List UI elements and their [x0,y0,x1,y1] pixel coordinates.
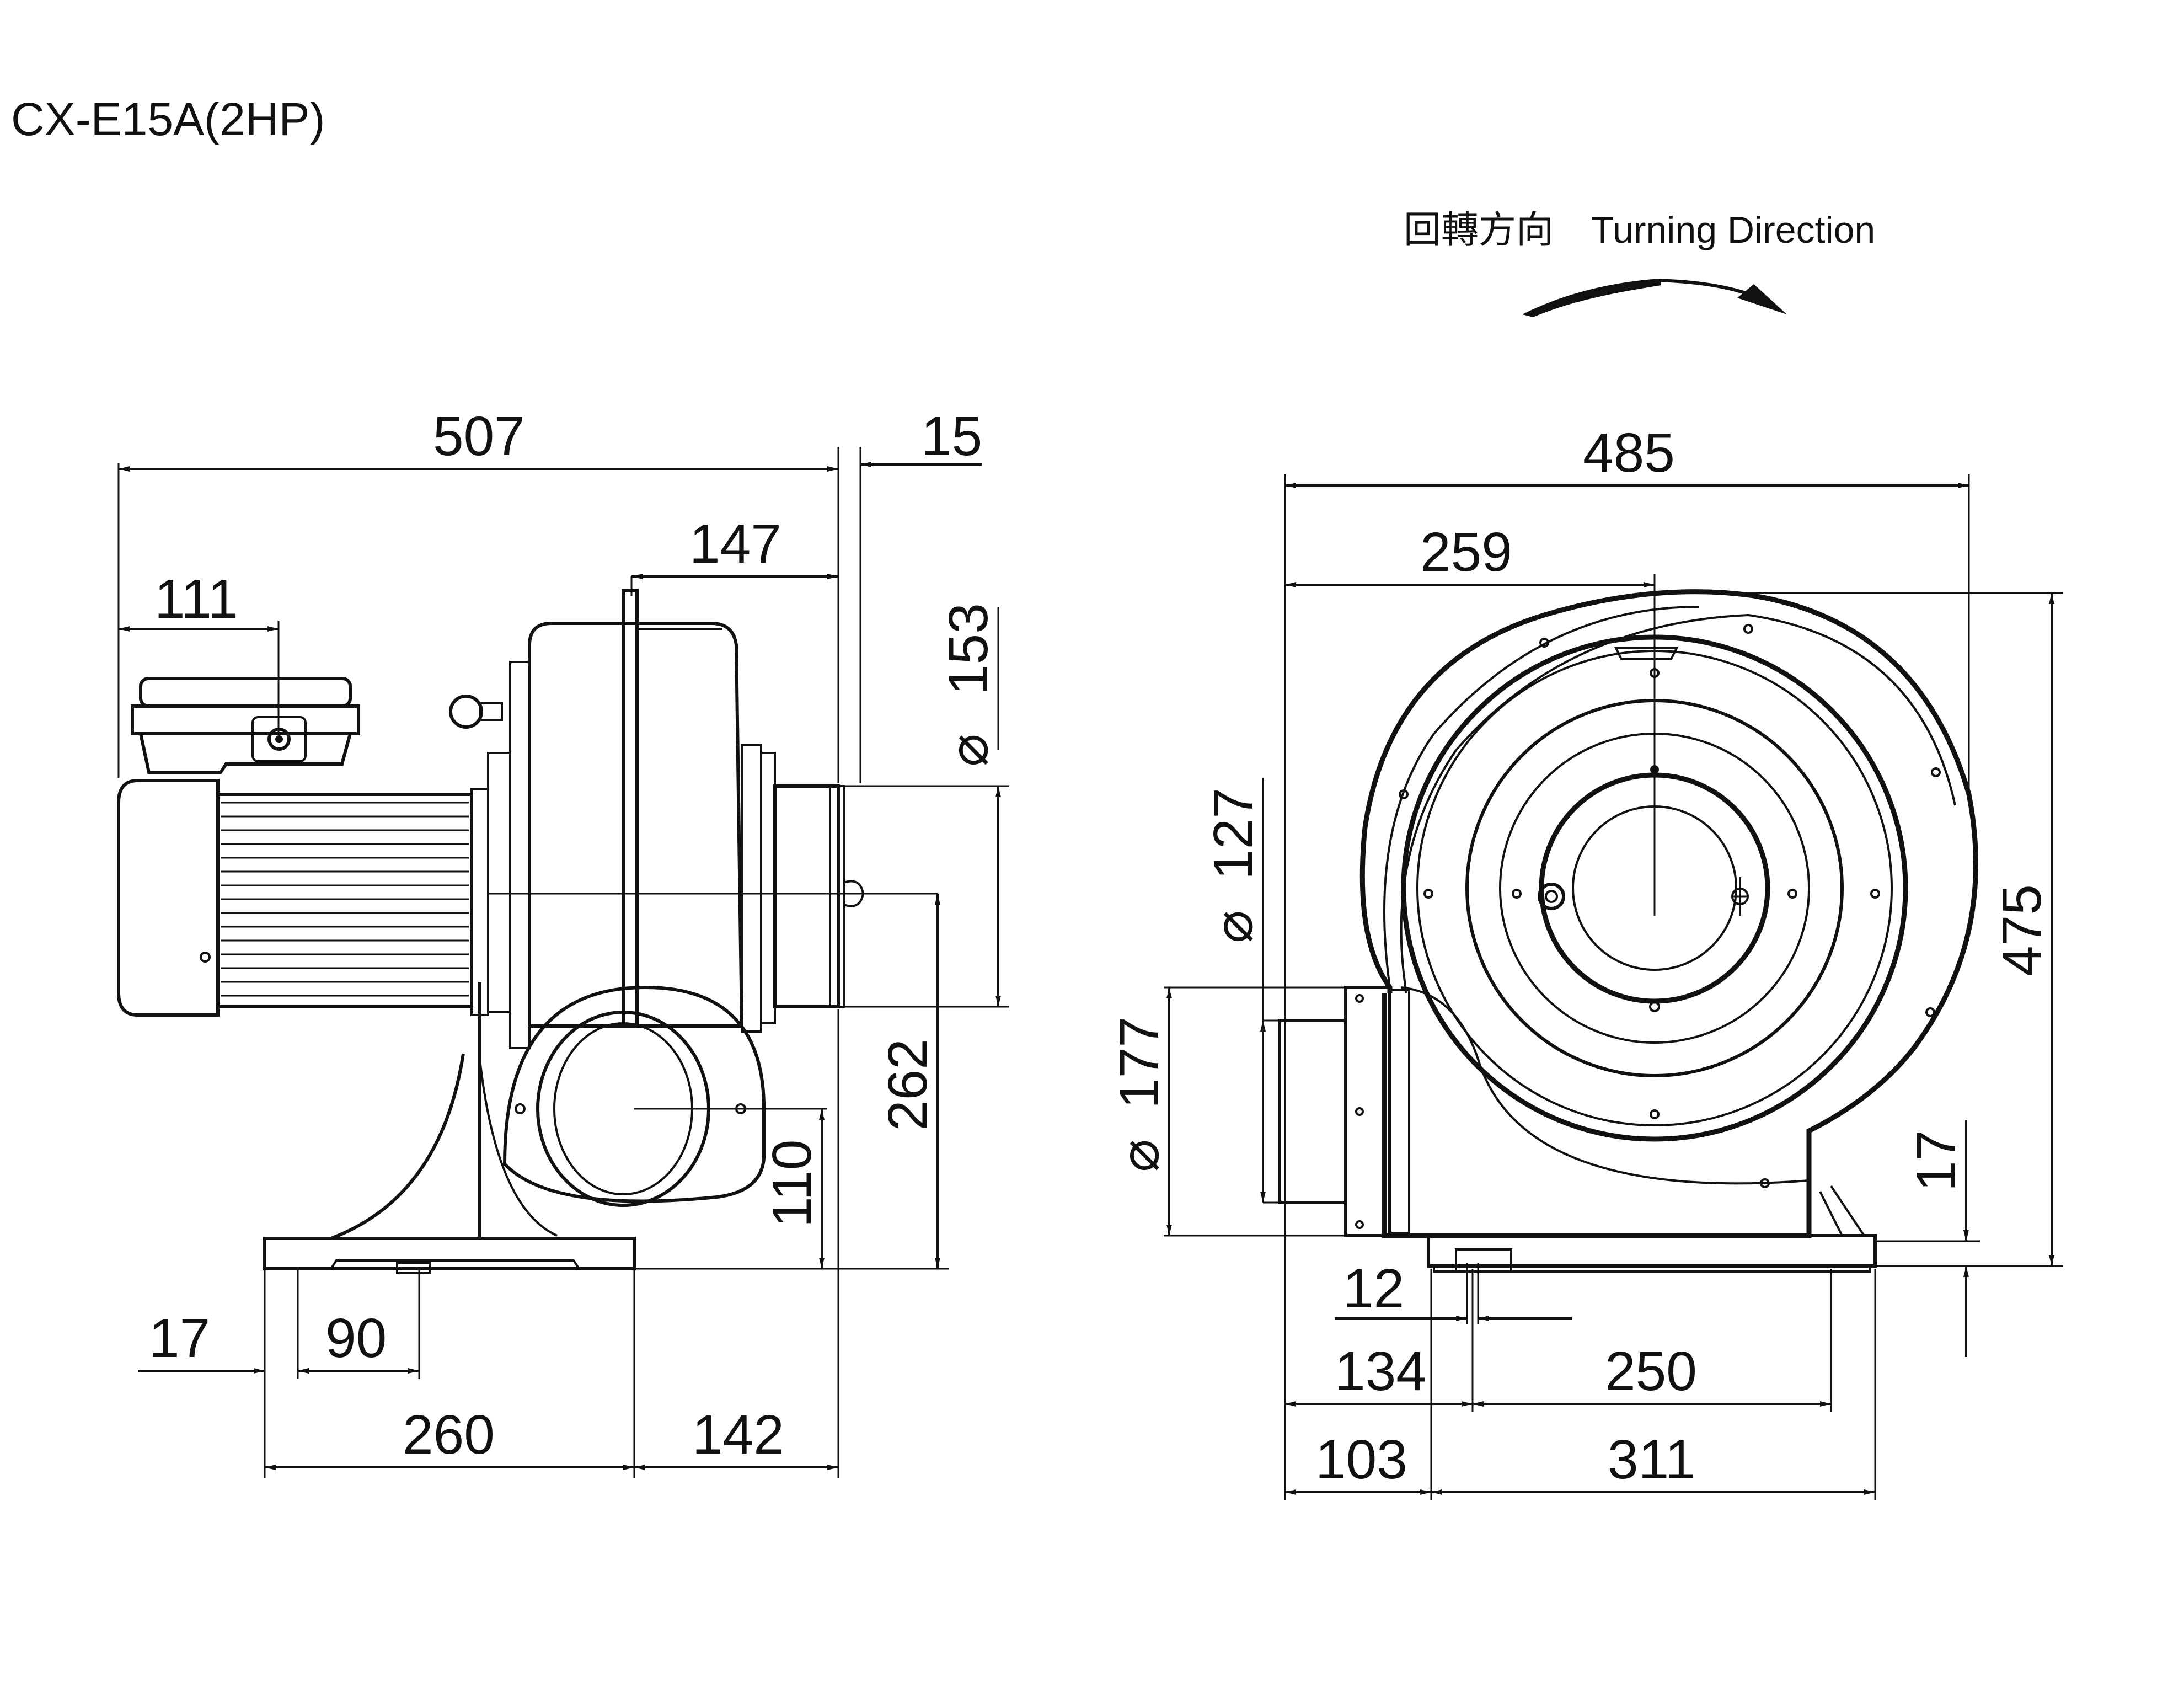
side-dimensions: 507 15 147 111 153 ⌀ 262 110 [117,405,1009,1478]
volute-casing [1359,574,1978,1238]
dim-outlet-diameter: 153 [938,603,999,695]
inlet [502,985,827,1207]
base-foot [263,982,636,1274]
front-base [1427,1185,1877,1273]
dim-overall-height: 475 [1991,884,2053,976]
dim-terminal-box: 111 [154,568,238,630]
dim-base-edge: 134 [1335,1340,1427,1402]
dim-bolt-slot: 12 [1343,1258,1404,1320]
dim-overall-length: 507 [433,405,525,467]
fan-housing [487,589,938,1049]
dim-flange: 15 [921,405,982,467]
dim-foot-edge: 17 [149,1307,210,1369]
turning-direction-arrow-tail [1522,279,1661,317]
turning-direction: 回轉方向 Turning Direction [1404,209,1875,317]
terminal-box [131,677,360,774]
dim-base-front: 142 [692,1404,784,1466]
dim-foot-slot: 90 [325,1307,387,1369]
dim-overall-width: 485 [1583,422,1675,484]
dim-outlet-inner-diameter: 127 [1202,788,1264,880]
turning-direction-label-en: Turning Direction [1591,209,1875,251]
turning-direction-arrow-head [1737,284,1787,314]
dim-inlet-height: 110 [761,1140,823,1227]
turning-direction-label-zh: 回轉方向 [1404,209,1554,251]
dim-base-width: 311 [1608,1429,1695,1491]
eye-bolt [449,695,503,729]
outlet-flange [1278,986,1410,1237]
dim-base-thickness: 17 [1905,1130,1967,1192]
diameter-symbol-inner: ⌀ [1202,910,1264,943]
diameter-symbol-outer: ⌀ [1109,1139,1170,1172]
dim-base-rear: 260 [403,1404,495,1466]
side-view: 507 15 147 111 153 ⌀ 262 110 [117,405,1009,1478]
dim-outlet-outer-diameter: 177 [1109,1017,1170,1109]
front-dimensions: 485 259 475 127 ⌀ 177 ⌀ 17 [1109,422,2063,1500]
dim-center-offset: 259 [1420,521,1512,583]
dim-base-left: 103 [1315,1429,1407,1491]
dim-bolt-spacing: 250 [1605,1340,1697,1402]
dim-outlet-offset: 147 [689,513,781,575]
front-view: 485 259 475 127 ⌀ 177 ⌀ 17 [1109,422,2063,1500]
model-title: CX-E15A(2HP) [11,93,325,145]
motor-body [117,779,489,1017]
dim-shaft-height: 262 [877,1039,939,1131]
diameter-symbol-outlet: ⌀ [938,734,999,767]
